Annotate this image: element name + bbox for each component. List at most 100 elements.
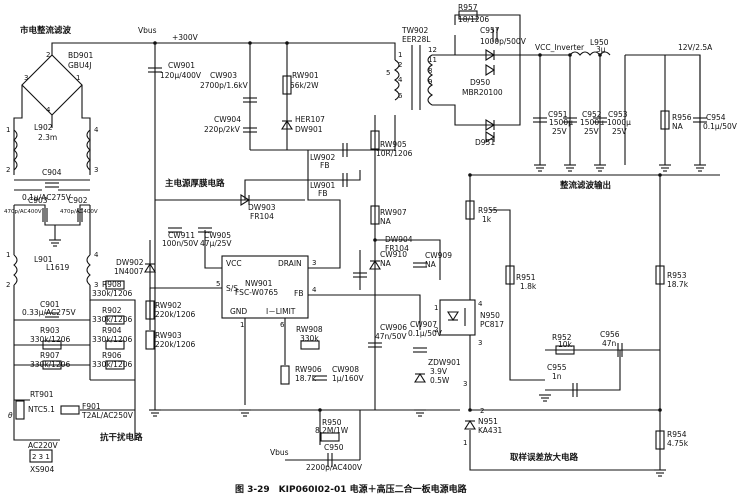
rw907-value: NA xyxy=(380,217,392,226)
r952-label: R952 xyxy=(552,333,572,342)
cw906-value: 47n/50V xyxy=(375,332,407,341)
lw902-label: LW902 xyxy=(310,153,335,162)
opto-pin-3: 3 xyxy=(478,339,482,347)
r903-label: R903 xyxy=(40,326,60,335)
c950-value: 2200p/AC400V xyxy=(306,463,363,472)
cw904-label: CW904 xyxy=(214,115,241,124)
r950-label: R950 xyxy=(322,418,342,427)
l950-value: 3μ xyxy=(596,45,606,54)
cw908-label: CW908 xyxy=(332,365,359,374)
section-output: 整流滤波输出 xyxy=(560,180,611,191)
rw902-label: RW902 xyxy=(155,301,182,310)
cw910-label: CW910 xyxy=(380,250,407,259)
d950-label: D950 xyxy=(470,78,490,87)
section-feedback: 取样误差放大电路 xyxy=(510,452,579,463)
dw904-label: DW904 xyxy=(385,235,413,244)
c904-label: C904 xyxy=(42,168,62,177)
zdw901-label: ZDW901 xyxy=(428,358,461,367)
vbus-label: Vbus xyxy=(138,26,157,35)
r906-value: 330k/1206 xyxy=(92,360,133,369)
n950-label: N950 xyxy=(480,311,500,320)
rw906-value: 18.7k xyxy=(295,374,317,383)
lw902-value: FB xyxy=(320,161,329,170)
d951-label: D951 xyxy=(475,138,495,147)
r953-value: 18.7k xyxy=(667,280,689,289)
cw909-value: NA xyxy=(425,260,437,269)
n950-value: PC817 xyxy=(480,320,504,329)
cw908-value: 1μ/160V xyxy=(332,374,364,383)
r955-label: R955 xyxy=(478,206,498,215)
l901-value: L1619 xyxy=(46,263,69,272)
rw905-value: 10R/1206 xyxy=(376,149,413,158)
rw907-label: RW907 xyxy=(380,208,407,217)
l901-pin-4: 4 xyxy=(94,251,99,259)
rw903-value: 220k/1206 xyxy=(155,340,196,349)
tw-pin-8: 8 xyxy=(428,67,432,75)
xs-pin-numbers: 2 3 1 xyxy=(32,453,50,461)
tw902-label: TW902 xyxy=(401,26,429,35)
c901-value: 0.33μ/AC275V xyxy=(22,308,77,317)
r908-value: 330k/1206 xyxy=(92,289,133,298)
c903-value: 470p/AC400V xyxy=(4,209,42,215)
r956-value: NA xyxy=(672,122,684,131)
c951-label: C951 xyxy=(548,110,568,119)
l902-pin-2: 2 xyxy=(6,166,10,174)
pin-4: 4 xyxy=(312,286,317,294)
out12-label: 12V/2.5A xyxy=(678,43,713,52)
r955-value: 1k xyxy=(482,215,492,224)
pin-1: 1 xyxy=(240,321,244,329)
dw904-value: FR104 xyxy=(385,244,409,253)
l901-label: L901 xyxy=(34,255,53,264)
f901-value: T2AL/AC250V xyxy=(81,411,134,420)
r954-label: R954 xyxy=(667,430,687,439)
bd901-value: GBU4J xyxy=(68,61,91,70)
tw902-value: EER28L xyxy=(402,35,431,44)
l950-label: L950 xyxy=(590,38,609,47)
rw901-label: RW901 xyxy=(292,71,319,80)
c902-value: 470p/AC400V xyxy=(60,209,98,215)
tw-pin-6: 6 xyxy=(398,92,403,100)
lw901-label: LW901 xyxy=(310,181,335,190)
rw905-label: RW905 xyxy=(380,140,407,149)
r908-label: R908 xyxy=(102,280,122,289)
c950-label: C950 xyxy=(324,443,344,452)
tw-pin-12: 12 xyxy=(428,46,437,54)
dw902-label: DW902 xyxy=(116,258,144,267)
rw902-value: 220k/1206 xyxy=(155,310,196,319)
r902-value: 330k/1206 xyxy=(92,315,133,324)
cw911-value: 100n/50V xyxy=(162,239,199,248)
tw-pin-4: 4 xyxy=(398,76,403,84)
r904-label: R904 xyxy=(102,326,122,335)
bd-pin-4: 4 xyxy=(46,106,51,114)
bd901-label: BD901 xyxy=(68,51,93,60)
component-labels: BD901 GBU4J CW901 120μ/400V CW903 2700p/… xyxy=(4,3,738,474)
section-main-ic: 主电源厚膜电路 xyxy=(165,178,225,189)
c902-label: C902 xyxy=(68,196,88,205)
c952-rating: 25V xyxy=(584,127,600,136)
dw903-value: FR104 xyxy=(250,212,274,221)
l902-pin-3: 3 xyxy=(94,166,98,174)
vcc-inverter-label: VCC_Inverter xyxy=(535,43,585,52)
ac220-label: AC220V xyxy=(28,441,59,450)
rt901-label: RT901 xyxy=(30,390,54,399)
lw901-value: FB xyxy=(318,189,327,198)
r950-value: 8.2M/1W xyxy=(315,426,349,435)
c954-value: 0.1μ/50V xyxy=(703,122,738,131)
xs904-label: XS904 xyxy=(30,465,54,474)
c953-rating: 25V xyxy=(612,127,628,136)
zdw901-value: 3.9V xyxy=(430,367,448,376)
opto-pin-2: 2 xyxy=(434,326,438,334)
cw905-value: 47μ/25V xyxy=(200,239,232,248)
r951-value: 1.8k xyxy=(520,282,537,291)
c956-label: C956 xyxy=(600,330,620,339)
cw904-value: 220p/2kV xyxy=(204,125,241,134)
l902-value: 2.3m xyxy=(38,133,57,142)
l902-label: L902 xyxy=(34,123,53,132)
tw-pin-9: 9 xyxy=(428,78,432,86)
section-emi: 抗干扰电路 xyxy=(100,432,143,443)
d950-value: MBR20100 xyxy=(462,88,503,97)
misc-pin-labels: 1 2 4 6 5 12 11 8 9 3 1 2 4 1 4 2 3 1 4 … xyxy=(6,46,484,461)
rw901-value: 56k/2W xyxy=(290,81,319,90)
rw906-label: RW906 xyxy=(295,365,322,374)
